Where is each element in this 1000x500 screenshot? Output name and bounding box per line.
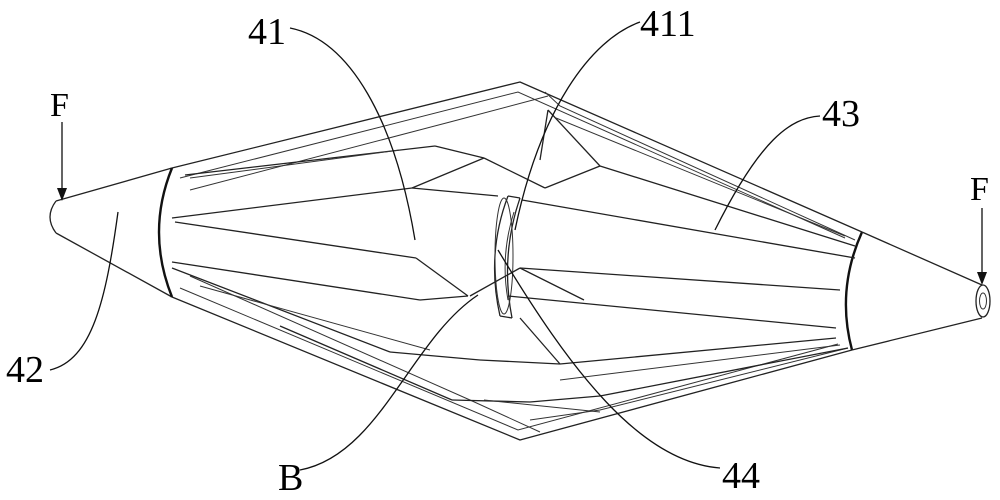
right-body-43 — [469, 109, 856, 413]
label-42: 42 — [6, 349, 44, 391]
label-43: 43 — [822, 93, 860, 135]
leader-lines — [49, 21, 821, 471]
label-44: 44 — [722, 455, 760, 497]
label-force-right: F — [970, 171, 989, 208]
left-end-cone — [49, 167, 174, 298]
label-force-left: F — [50, 87, 69, 124]
outer-cage — [171, 81, 863, 441]
left-body-41 — [171, 145, 546, 403]
right-end-cone — [844, 231, 991, 351]
label-411: 411 — [640, 3, 696, 45]
force-arrow-left — [57, 122, 67, 201]
force-arrow-right — [977, 208, 987, 285]
central-collar — [493, 195, 521, 319]
label-b: B — [278, 457, 303, 499]
label-41: 41 — [248, 11, 286, 53]
